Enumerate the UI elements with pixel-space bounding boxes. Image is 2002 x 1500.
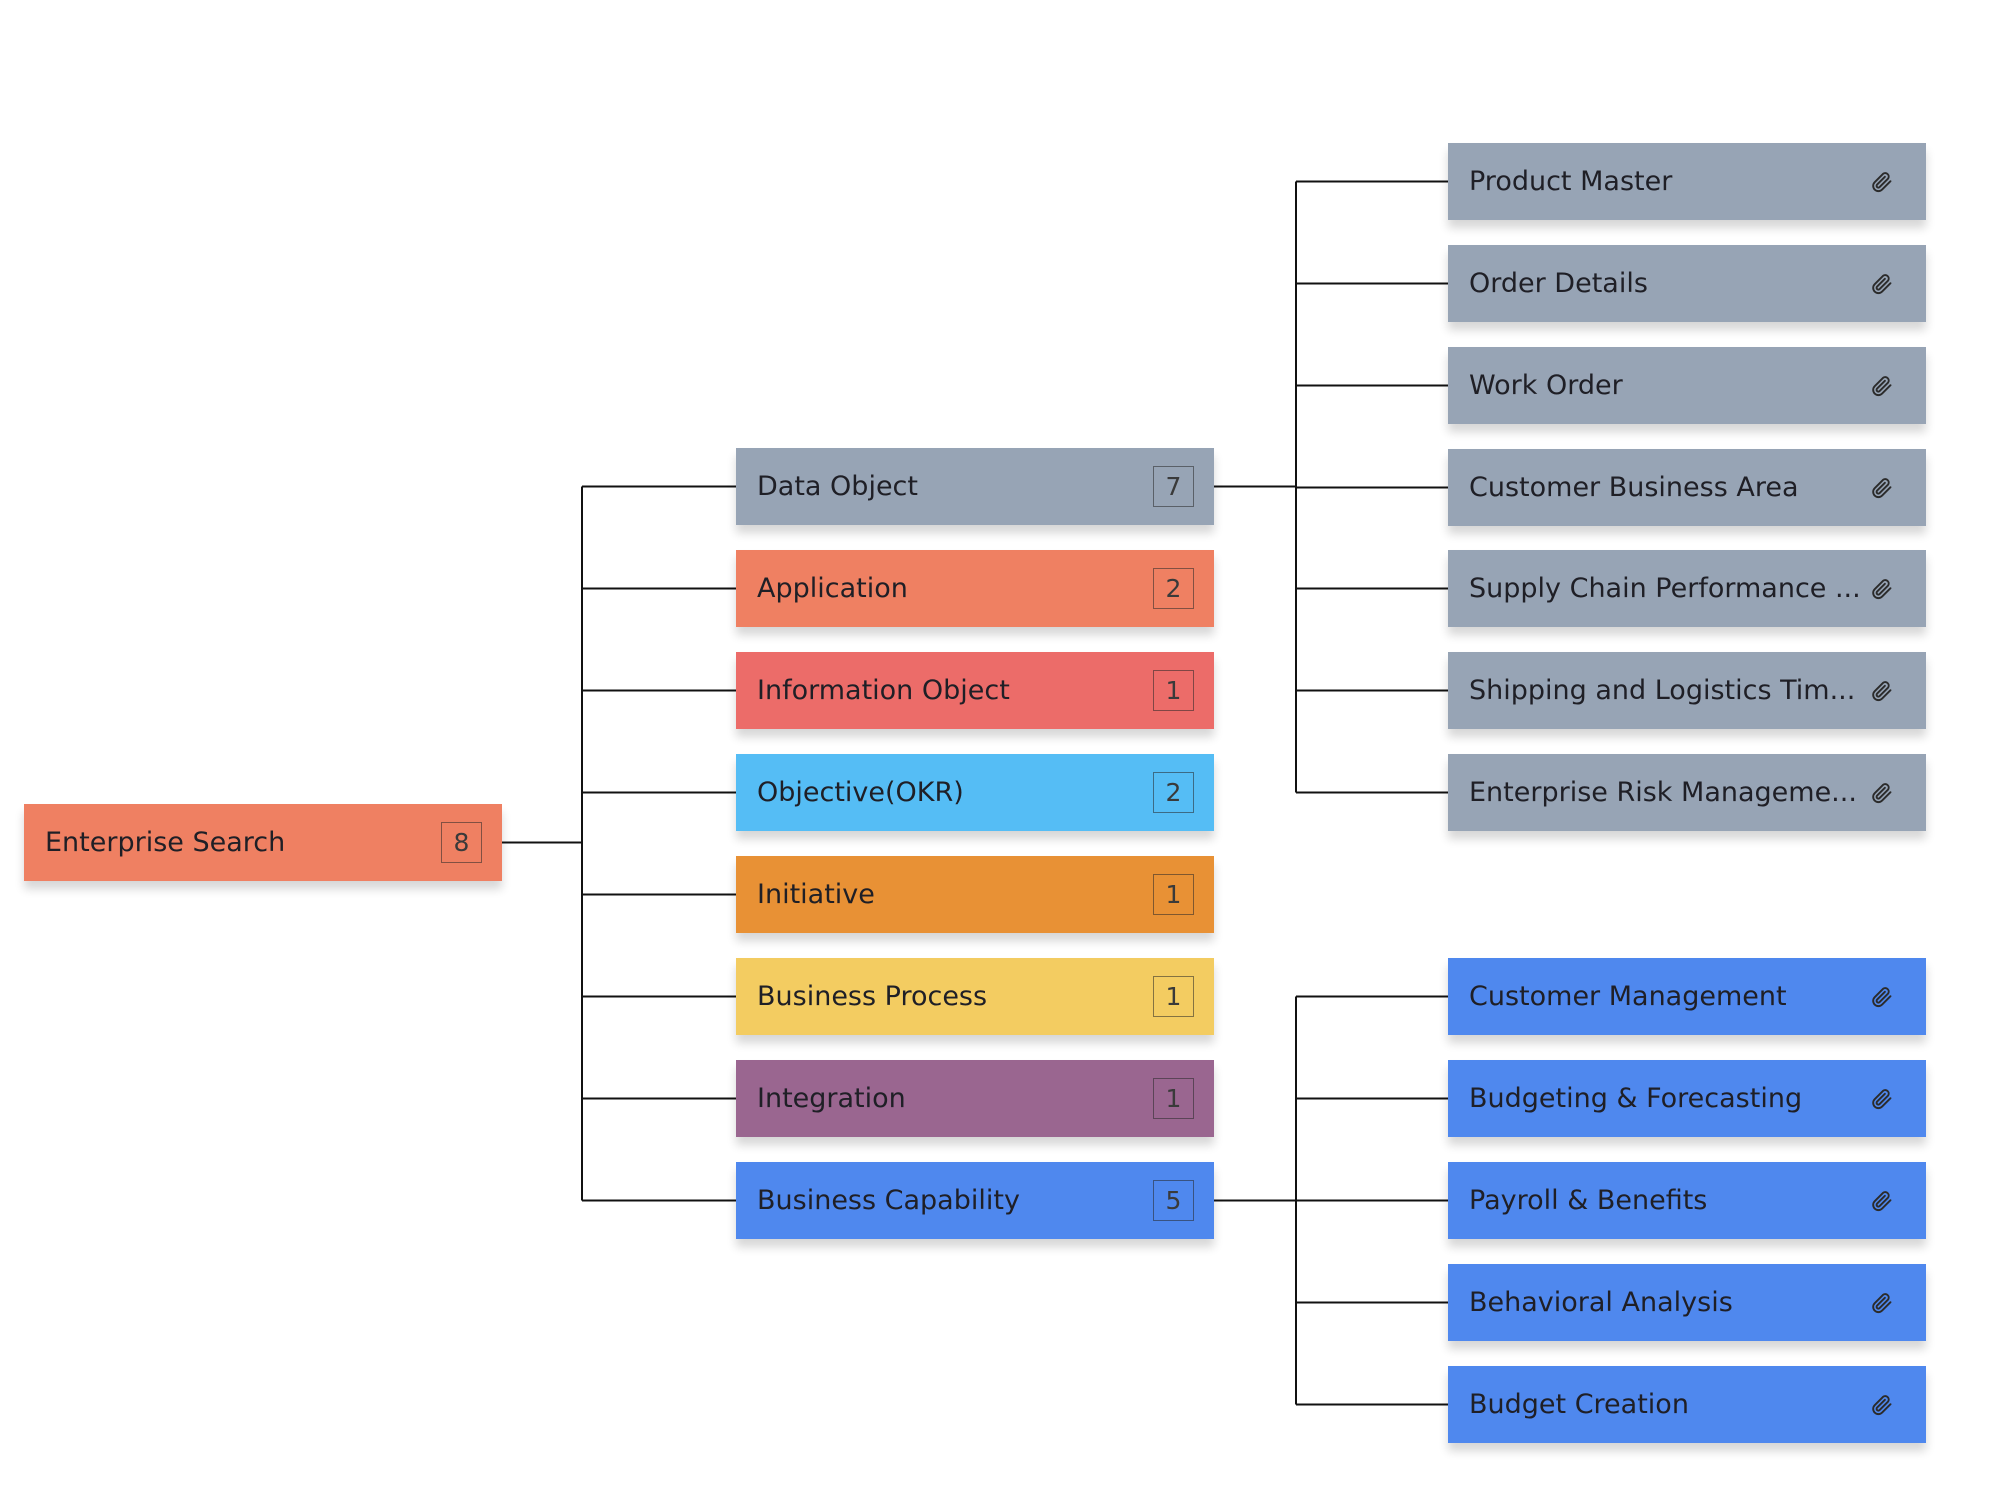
item-label: Enterprise Risk Manageme... — [1469, 777, 1857, 808]
category-node-application[interactable]: Application 2 — [736, 550, 1214, 627]
business-capability-item[interactable]: Behavioral Analysis — [1448, 1264, 1926, 1341]
category-node-initiative[interactable]: Initiative 1 — [736, 856, 1214, 933]
business-capability-item[interactable]: Payroll & Benefits — [1448, 1162, 1926, 1239]
category-node-business-process[interactable]: Business Process 1 — [736, 958, 1214, 1035]
data-object-item[interactable]: Product Master — [1448, 143, 1926, 220]
category-node-information-object[interactable]: Information Object 1 — [736, 652, 1214, 729]
item-label: Shipping and Logistics Tim... — [1469, 675, 1856, 706]
paperclip-icon[interactable] — [1868, 474, 1896, 502]
business-capability-item[interactable]: Budget Creation — [1448, 1366, 1926, 1443]
root-node-enterprise-search[interactable]: Enterprise Search 8 — [24, 804, 502, 881]
category-label: Objective(OKR) — [757, 777, 964, 808]
category-label: Integration — [757, 1083, 906, 1114]
data-object-item[interactable]: Work Order — [1448, 347, 1926, 424]
category-count-badge: 1 — [1153, 976, 1194, 1017]
data-object-item[interactable]: Customer Business Area — [1448, 449, 1926, 526]
category-label: Data Object — [757, 471, 918, 502]
root-node-count-badge: 8 — [441, 822, 482, 863]
category-count-badge: 1 — [1153, 874, 1194, 915]
item-label: Order Details — [1469, 268, 1648, 299]
business-capability-item[interactable]: Budgeting & Forecasting — [1448, 1060, 1926, 1137]
category-count-badge: 2 — [1153, 568, 1194, 609]
item-label: Budget Creation — [1469, 1389, 1689, 1420]
data-object-item[interactable]: Supply Chain Performance ... — [1448, 550, 1926, 627]
paperclip-icon[interactable] — [1868, 1391, 1896, 1419]
item-label: Payroll & Benefits — [1469, 1185, 1708, 1216]
paperclip-icon[interactable] — [1868, 779, 1896, 807]
item-label: Product Master — [1469, 166, 1673, 197]
category-label: Application — [757, 573, 908, 604]
category-node-integration[interactable]: Integration 1 — [736, 1060, 1214, 1137]
category-label: Business Process — [757, 981, 988, 1012]
data-object-item[interactable]: Enterprise Risk Manageme... — [1448, 754, 1926, 831]
category-count-badge: 2 — [1153, 772, 1194, 813]
category-label: Business Capability — [757, 1185, 1020, 1216]
root-node-label: Enterprise Search — [45, 827, 286, 858]
item-label: Budgeting & Forecasting — [1469, 1083, 1803, 1114]
category-count-badge: 1 — [1153, 1078, 1194, 1119]
category-count-badge: 5 — [1153, 1180, 1194, 1221]
paperclip-icon[interactable] — [1868, 983, 1896, 1011]
paperclip-icon[interactable] — [1868, 1085, 1896, 1113]
item-label: Customer Business Area — [1469, 472, 1799, 503]
category-node-business-capability[interactable]: Business Capability 5 — [736, 1162, 1214, 1239]
paperclip-icon[interactable] — [1868, 575, 1896, 603]
category-node-data-object[interactable]: Data Object 7 — [736, 448, 1214, 525]
paperclip-icon[interactable] — [1868, 677, 1896, 705]
item-label: Supply Chain Performance ... — [1469, 573, 1861, 604]
category-count-badge: 1 — [1153, 670, 1194, 711]
paperclip-icon[interactable] — [1868, 372, 1896, 400]
item-label: Customer Management — [1469, 981, 1787, 1012]
data-object-item[interactable]: Order Details — [1448, 245, 1926, 322]
business-capability-item[interactable]: Customer Management — [1448, 958, 1926, 1035]
paperclip-icon[interactable] — [1868, 270, 1896, 298]
category-node-objective-okr[interactable]: Objective(OKR) 2 — [736, 754, 1214, 831]
item-label: Behavioral Analysis — [1469, 1287, 1733, 1318]
category-count-badge: 7 — [1153, 466, 1194, 507]
paperclip-icon[interactable] — [1868, 1187, 1896, 1215]
category-label: Initiative — [757, 879, 875, 910]
item-label: Work Order — [1469, 370, 1623, 401]
paperclip-icon[interactable] — [1868, 168, 1896, 196]
category-label: Information Object — [757, 675, 1010, 706]
paperclip-icon[interactable] — [1868, 1289, 1896, 1317]
data-object-item[interactable]: Shipping and Logistics Tim... — [1448, 652, 1926, 729]
